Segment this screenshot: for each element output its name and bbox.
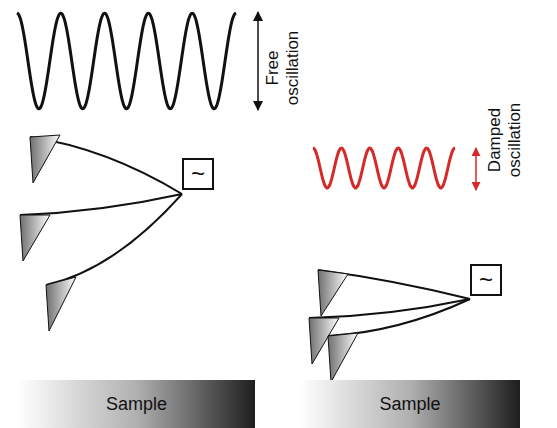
sample-surface: Sample [18,380,255,428]
probe-tip [328,333,358,382]
cantilever-beam [46,194,182,285]
amplitude-label: Free oscillation [263,31,303,106]
oscillator-box: ~ [470,264,502,296]
oscillator-box: ~ [182,158,214,190]
cantilever [309,270,470,382]
probe-tip [318,270,348,316]
sample-label: Sample [106,394,167,415]
damped-oscillation-wave [313,148,455,188]
sample-surface: Sample [300,380,520,428]
probe-tip [46,277,76,331]
amplitude-arrow [257,12,259,110]
probe-tip [20,215,50,261]
probe-tip [30,135,60,183]
free-oscillation-wave [17,13,236,109]
sample-label: Sample [379,394,440,415]
amplitude-label: Damped oscillation [485,103,525,178]
cantilever [20,135,182,331]
cantilever-beam [328,299,470,336]
oscillator-symbol: ~ [191,162,205,186]
cantilever-beam [20,194,182,215]
amplitude-arrow [475,148,477,190]
oscillator-symbol: ~ [479,268,493,292]
